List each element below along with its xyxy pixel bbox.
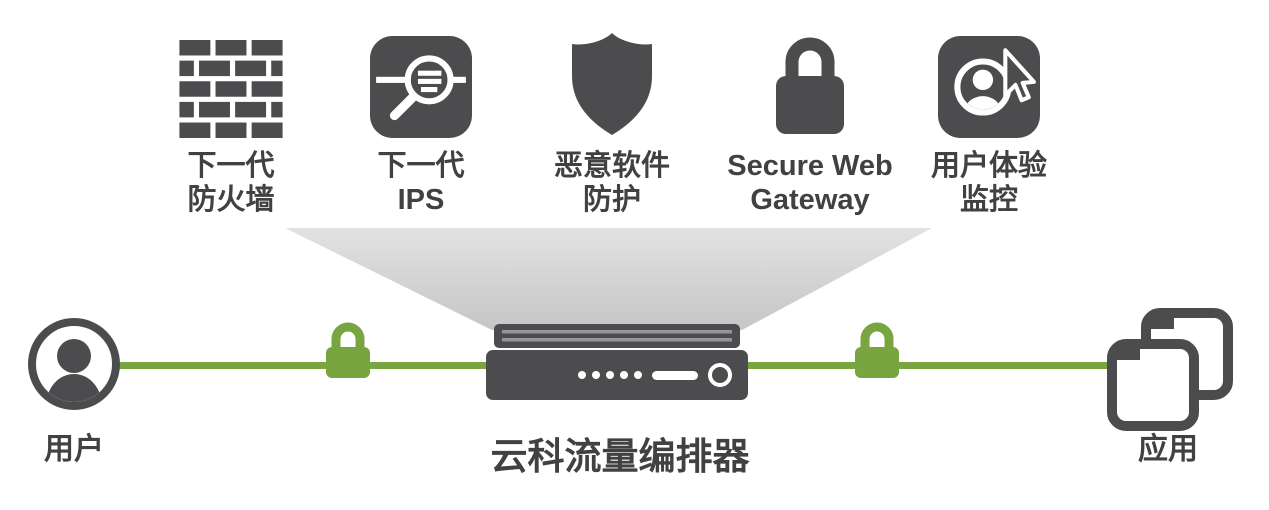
service-label: 下一代 防火墙 [187, 150, 275, 216]
app-label: 应用 [1138, 433, 1198, 466]
user-label: 用户 [44, 433, 104, 466]
user-icon [28, 318, 120, 410]
firewall-bricks-icon [179, 22, 283, 138]
service-label: 用户体验 监控 [930, 150, 1047, 216]
orchestrator-device-icon [486, 324, 748, 400]
service-label: 恶意软件 防护 [553, 150, 670, 216]
service-ux-monitor: 用户体验 监控 [879, 22, 1099, 217]
swg-lock-icon [764, 22, 856, 138]
malware-shield-icon [564, 22, 660, 138]
service-label: Secure Web Gateway [727, 150, 893, 216]
funnel-shape [285, 228, 932, 330]
orchestrator-label: 云科流量编排器 [490, 436, 750, 477]
ips-magnifier-icon [370, 22, 472, 138]
traffic-lock-left-icon [326, 322, 370, 378]
service-malware: 恶意软件 防护 [502, 22, 722, 217]
service-ngips: 下一代 IPS [311, 22, 531, 217]
service-label: 下一代 IPS [377, 150, 465, 216]
traffic-lock-right-icon [855, 322, 899, 378]
ux-monitor-icon [938, 22, 1040, 138]
service-ngfw: 下一代 防火墙 [121, 22, 341, 217]
service-swg: Secure Web Gateway [700, 22, 920, 217]
apps-icon [1107, 308, 1233, 431]
